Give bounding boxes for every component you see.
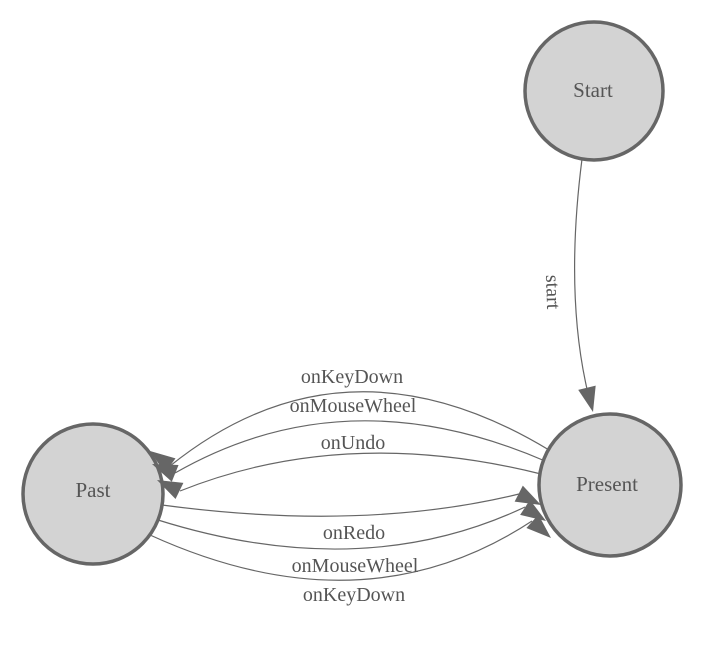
arrowhead-icon <box>150 451 176 473</box>
transition-label-onundo: onUndo <box>321 432 385 454</box>
transition-label-onredo: onRedo <box>323 522 385 544</box>
transition-edges <box>149 158 596 581</box>
arrowhead-icon <box>514 485 541 505</box>
arrowhead-icon <box>578 385 596 412</box>
arrowhead-icon <box>157 480 184 500</box>
arrowhead-icon <box>152 464 179 482</box>
transition-label-onmousewheel-top: onMouseWheel <box>290 395 417 417</box>
transition-edge-onmousewheel-to-present <box>157 506 526 550</box>
transition-edge-onundo-to-past <box>179 452 542 492</box>
state-node-past <box>21 422 165 566</box>
transition-label-onkeydown-top: onKeyDown <box>301 366 403 388</box>
transition-edge-onredo-to-present <box>161 493 520 517</box>
state-node-label-present: Present <box>576 472 638 496</box>
state-node-label-start: Start <box>573 78 613 102</box>
state-nodes: Start Past Present <box>21 20 683 566</box>
state-node-label-past: Past <box>75 478 110 502</box>
transition-label-onkeydown-bottom: onKeyDown <box>303 584 405 606</box>
transition-edge-start <box>573 158 588 390</box>
transition-labels: start onKeyDown onMouseWheel onUndo onRe… <box>290 274 565 606</box>
transition-edge-onkeydown-to-past <box>169 391 550 467</box>
arrowhead-icon <box>526 514 551 538</box>
transition-label-onmousewheel-bottom: onMouseWheel <box>292 555 419 577</box>
state-node-present <box>537 412 683 558</box>
transition-edge-onkeydown-to-present <box>149 520 533 581</box>
transition-edge-onmousewheel-to-past <box>174 420 546 474</box>
state-node-start <box>523 20 665 162</box>
arrowhead-icon <box>520 499 546 521</box>
transition-label-start: start <box>541 274 564 310</box>
